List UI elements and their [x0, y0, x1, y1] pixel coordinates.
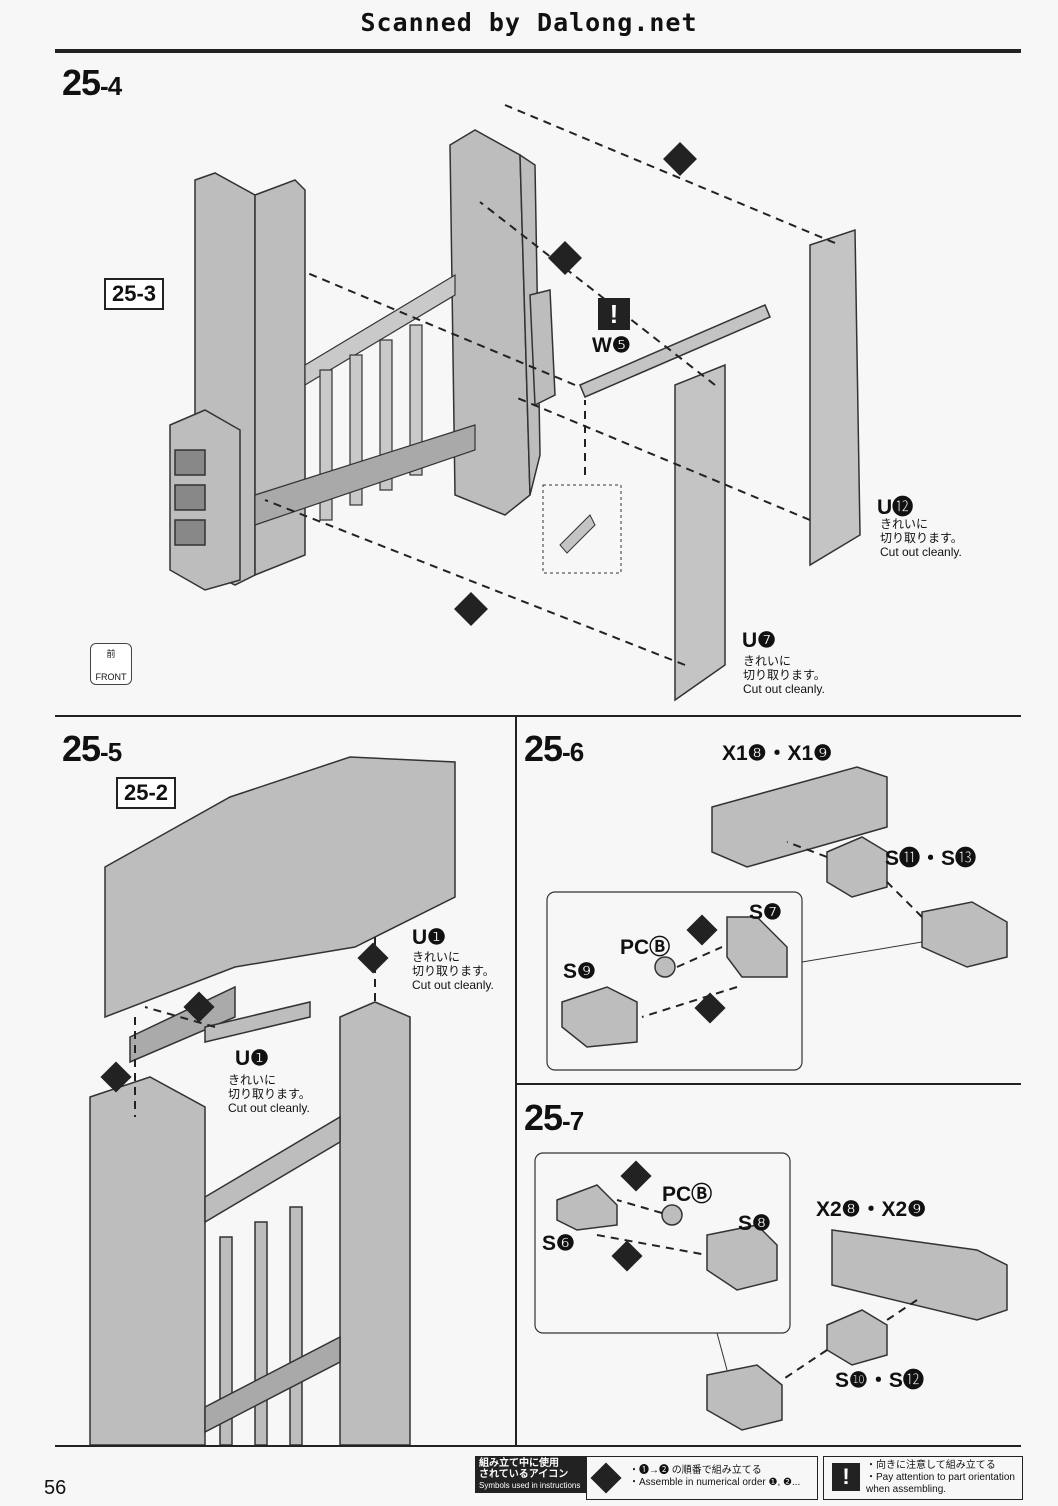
step-25-5-illustration [89, 756, 456, 1445]
part-u1-piece [204, 1001, 311, 1043]
detail-box [546, 891, 803, 1071]
left-tower-frame [169, 172, 306, 591]
part-label-s8: S❽ [738, 1212, 771, 1235]
foot-assembly [921, 901, 1008, 968]
part-s10-s12 [826, 1309, 888, 1366]
scan-credit: Scanned by Dalong.net [360, 8, 698, 37]
assembly-arrows [264, 104, 836, 666]
part-label-s6: S❻ [542, 1232, 575, 1255]
part-x2-block [831, 1229, 1008, 1321]
part-label-s10-s12: S❿・S⓬ [835, 1369, 924, 1392]
part-s11-s13 [826, 836, 888, 898]
part-s9 [561, 986, 638, 1048]
legend-title: 組み立て中に使用 されているアイコン Symbols used in instr… [475, 1456, 587, 1493]
caution-icon: ! [598, 298, 630, 330]
page-number: 56 [44, 1477, 67, 1499]
cut-note-u1-lower: きれいに切り取ります。Cut out cleanly. [228, 1073, 311, 1115]
lower-left-tower [89, 1076, 206, 1445]
gate-bars [254, 273, 476, 526]
part-u7-panel [674, 363, 726, 702]
part-u12-panel [809, 228, 861, 567]
part-x1-block [711, 766, 888, 868]
section-divider-right [515, 1083, 1021, 1085]
part-pcb [654, 956, 676, 978]
cut-note-u7: きれいに切り取ります。Cut out cleanly. [743, 654, 826, 696]
part-s8 [706, 1224, 778, 1291]
step-title-25-5: 25-5 [62, 728, 122, 769]
part-label-x2: X2❽・X2❾ [816, 1198, 927, 1221]
part-s6 [556, 1184, 618, 1231]
section-divider-vertical [515, 715, 517, 1445]
assembled-frame-top [104, 756, 456, 1019]
step-25-7-illustration [534, 1152, 1008, 1431]
part-label-s9: S❾ [563, 960, 596, 983]
caution-legend-icon: ! [832, 1463, 860, 1491]
part-label-pcb-7: PCⒷ [662, 1183, 713, 1206]
reference-box-25-3: 25-3 [104, 278, 165, 310]
top-rule [55, 49, 1021, 53]
foot-assembly [706, 1364, 783, 1431]
cut-note-u1-upper: きれいに切り取ります。Cut out cleanly. [412, 950, 495, 992]
part-label-s7: S❼ [749, 901, 782, 924]
reference-box-25-2: 25-2 [116, 777, 177, 809]
part-label-u12: U⓬ [877, 496, 914, 519]
part-w5 [579, 304, 771, 398]
part-pcb [661, 1204, 683, 1226]
attention-legend-text: ・向きに注意して組み立てる ・Pay attention to part ori… [866, 1460, 1015, 1495]
front-icon: 前 FRONT [90, 643, 132, 685]
step-25-4-illustration [169, 104, 861, 702]
cut-note-u12: きれいに切り取ります。Cut out cleanly. [880, 517, 963, 559]
part-label-u1-upper: U❶ [412, 926, 446, 949]
step-25-6-illustration [546, 766, 1008, 1071]
part-label-x1: X1❽・X1❾ [722, 742, 833, 765]
section-divider-horizontal [55, 715, 1021, 717]
legend-order: ・❶→❷ の順番で組み立てる ・Assemble in numerical or… [586, 1456, 818, 1500]
order-legend-text: ・❶→❷ の順番で組み立てる ・Assemble in numerical or… [629, 1465, 801, 1488]
detail-box [542, 484, 622, 574]
right-tower-frame [449, 129, 556, 516]
step-title-25-4: 25-4 [62, 62, 122, 103]
part-label-u1-lower: U❶ [235, 1047, 269, 1070]
order-legend-icon [590, 1462, 622, 1494]
part-s7 [726, 916, 788, 978]
part-label-s11-s13: S⓫・S⓭ [885, 847, 977, 870]
legend-attention: ! ・向きに注意して組み立てる ・Pay attention to part o… [823, 1456, 1023, 1500]
lower-right-tower [339, 1001, 411, 1445]
part-label-u7: U❼ [742, 629, 776, 652]
detail-box [534, 1152, 791, 1334]
bottom-rule [55, 1445, 1021, 1447]
step-title-25-7: 25-7 [524, 1097, 584, 1138]
part-label-pcb-6: PCⒷ [620, 936, 671, 959]
part-label-w5: W❺ [592, 334, 631, 357]
step-title-25-6: 25-6 [524, 728, 584, 769]
